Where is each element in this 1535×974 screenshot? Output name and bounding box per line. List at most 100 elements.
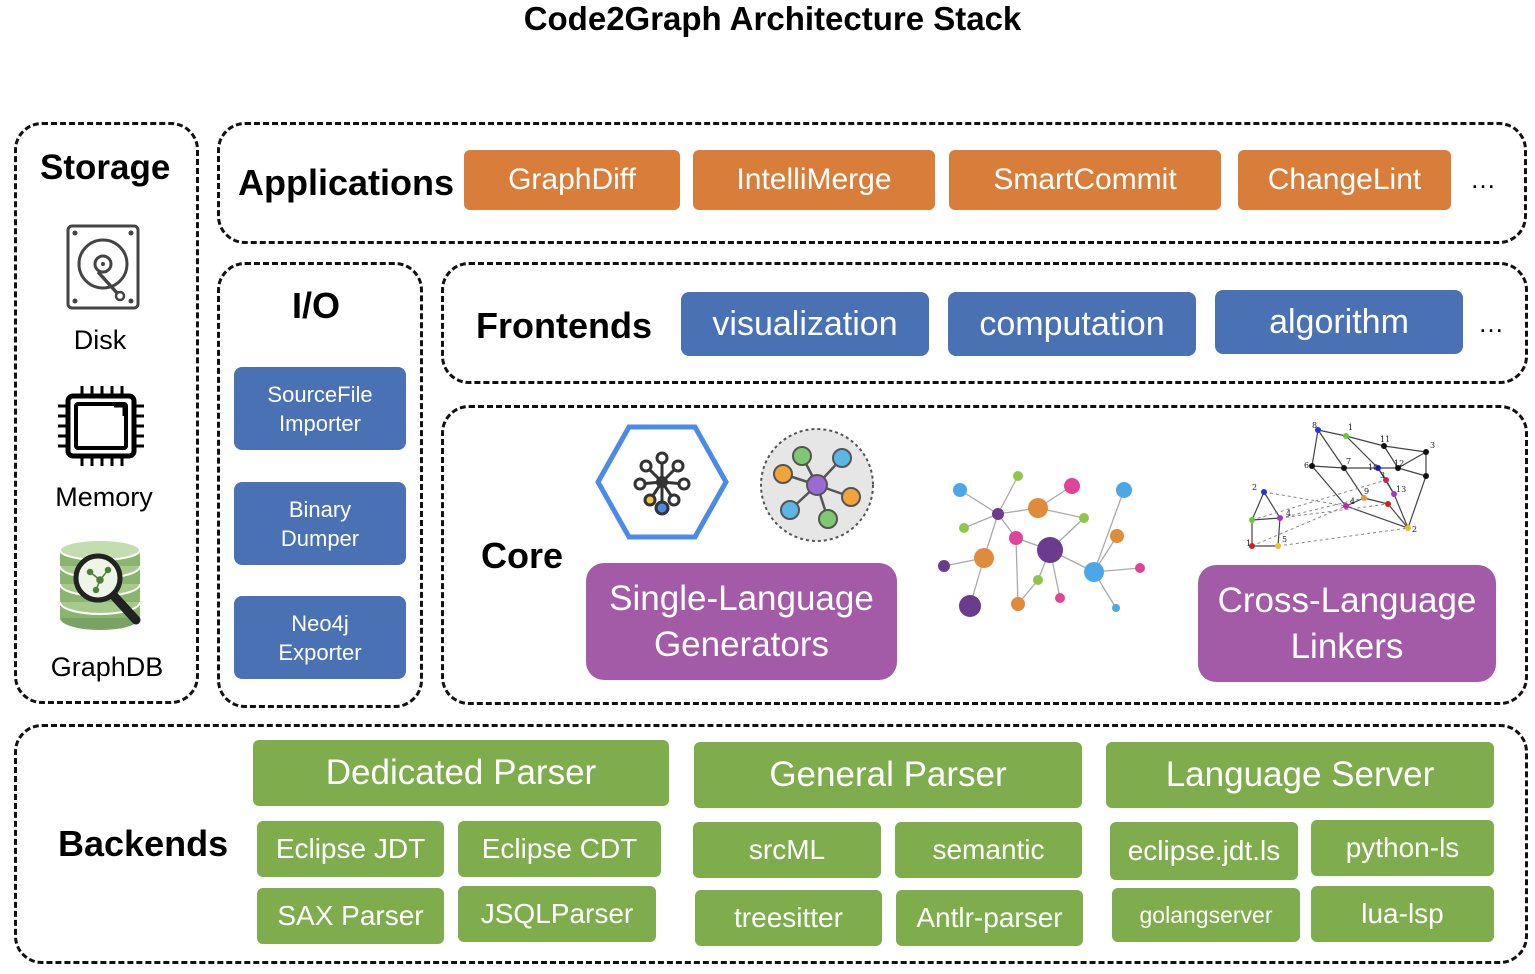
graph-node-label: 3 [1430, 441, 1435, 450]
graph-edge [1345, 505, 1409, 529]
graph-node [1361, 495, 1367, 501]
graph-node-label: 6 [1304, 461, 1309, 470]
cross-link-edge [1279, 503, 1389, 519]
graph-edge [1383, 445, 1399, 469]
eclipse-jdt-box: Eclipse JDT [257, 821, 444, 877]
sax-parser-box: SAX Parser [257, 888, 444, 944]
graph-node [1381, 443, 1387, 449]
cross-link-edge [1263, 491, 1347, 507]
computation-box: computation [948, 292, 1196, 356]
graph-node-label: 4 [1286, 509, 1291, 518]
graph-node [1343, 433, 1349, 439]
graph-edge [1397, 451, 1427, 469]
graph-node [1405, 525, 1411, 531]
graph-edge [1397, 467, 1427, 477]
graph-edge [1393, 493, 1409, 529]
disk-label: Disk [73, 325, 127, 355]
applications-more: … [1470, 164, 1496, 194]
storage-label: Storage [40, 148, 171, 187]
intellimerge-box: IntelliMerge [693, 150, 935, 210]
core-label: Core [481, 535, 564, 576]
changelint-box: ChangeLint [1238, 150, 1451, 210]
graph-node [1391, 491, 1397, 497]
applications-label: Applications [238, 162, 455, 203]
graph-node [1261, 489, 1267, 495]
cross-language-linkers-box: Cross-Language Linkers [1198, 565, 1496, 682]
graph-node-label: 9 [1364, 487, 1369, 496]
frontends-more: … [1478, 308, 1504, 338]
eclipse-cdt-box: Eclipse CDT [458, 821, 661, 877]
graph-edge [1387, 503, 1409, 529]
graph-node-label: 2 [1412, 525, 1417, 534]
graph-edge [1317, 429, 1347, 437]
io-label: I/O [292, 285, 341, 326]
cross-link-edge [1277, 527, 1409, 547]
colorful-network-graph [938, 471, 1145, 617]
core-panel [441, 405, 1528, 705]
golangserver-box: golangserver [1112, 888, 1300, 942]
graph-node-label: 3 [1380, 471, 1385, 480]
eclipse-jdt-ls-box: eclipse.jdt.ls [1110, 822, 1298, 880]
graph-node-label: 1 [1246, 539, 1251, 548]
jsqlparser-box: JSQLParser [458, 886, 656, 942]
neo4j-exporter-box: Neo4j Exporter [234, 596, 406, 679]
graph-edge [1317, 429, 1345, 469]
io-panel [217, 262, 423, 708]
graph-edge [1251, 517, 1281, 521]
storage-panel [14, 122, 199, 704]
hard-disk-icon [66, 224, 140, 310]
semantic-box: semantic [895, 822, 1082, 878]
graph-node-label: 5 [1282, 535, 1287, 544]
graph-node-label: 10 [1368, 463, 1378, 472]
language-server-header: Language Server [1106, 742, 1494, 808]
graph-node-label: 13 [1396, 485, 1406, 494]
antlr-parser-box: Antlr-parser [896, 890, 1083, 946]
graph-edge [1345, 435, 1379, 469]
graph-node [1275, 543, 1281, 549]
graph-edge [1345, 435, 1385, 447]
graph-node [1385, 501, 1391, 507]
graph-edge [1263, 491, 1281, 519]
cross-link-edge [1251, 479, 1387, 521]
cross-link-edge [1251, 505, 1347, 547]
visualization-box: visualization [681, 292, 929, 356]
backends-panel [14, 724, 1528, 964]
sourcefile-importer-box: SourceFile Importer [234, 367, 406, 450]
frontends-panel [441, 262, 1528, 384]
graph-node-label: 4 [1350, 497, 1355, 506]
graph-node [1383, 477, 1389, 483]
graph-edge [1383, 445, 1427, 453]
memory-label: Memory [55, 482, 153, 512]
lua-lsp-box: lua-lsp [1311, 886, 1494, 942]
graph-edge [1363, 497, 1389, 505]
graph-edge [1407, 475, 1427, 529]
graph-node-label: 7 [1346, 457, 1351, 466]
single-language-generators-box: Single-Language Generators [586, 563, 897, 680]
graph-node [1341, 465, 1347, 471]
graph-node-label: 1 [1348, 423, 1353, 432]
python-ls-box: python-ls [1311, 820, 1494, 876]
graph-node [1277, 515, 1283, 521]
hub-network-icon [760, 428, 874, 542]
page-title: Code2Graph Architecture Stack [523, 0, 1022, 37]
graph-node [1343, 503, 1349, 509]
graph-node [1249, 543, 1255, 549]
graph-node [1423, 449, 1429, 455]
frontends-label: Frontends [476, 305, 652, 346]
binary-dumper-box: Binary Dumper [234, 482, 406, 565]
dedicated-parser-header: Dedicated Parser [253, 740, 669, 806]
graph-edge [1345, 497, 1365, 507]
graph-edge [1251, 491, 1265, 521]
smartcommit-box: SmartCommit [949, 150, 1221, 210]
graph-node [1395, 465, 1401, 471]
graph-node [1309, 463, 1315, 469]
graph-edge [1311, 465, 1347, 507]
graph-edge [1277, 517, 1281, 547]
graph-node-label: 12 [1394, 459, 1404, 468]
treesitter-box: treesitter [695, 890, 882, 946]
graph-edge [1311, 465, 1345, 469]
graph-node [1423, 473, 1429, 479]
hexagon-network-icon [595, 424, 729, 540]
graph-edge [1311, 429, 1319, 467]
graph-node-label: 2 [1252, 483, 1257, 492]
